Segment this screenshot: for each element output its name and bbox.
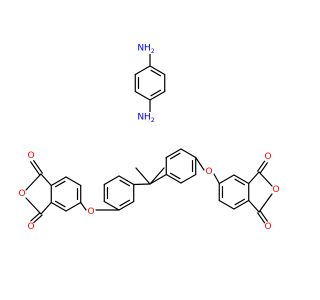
amine-bottom-text: NH2 (137, 113, 155, 124)
left-carbonyl-bottom (32, 214, 43, 224)
right-bisphenol-benzene-bond (165, 148, 182, 159)
right-aryl-ether-bond (213, 173, 220, 185)
amine-label-bottom: NH2 (137, 112, 160, 124)
oxygen-right-ether: O (204, 167, 214, 177)
oxygen-left-carbonyl-top: O (26, 151, 36, 161)
left-carbonyl-bottom (30, 212, 41, 222)
right-anhydride-bond (248, 199, 260, 213)
oxygen-label: O (18, 189, 25, 199)
right-anhydride-benzene-bond (218, 174, 235, 185)
right-anhydride-benzene-double-bond (234, 178, 246, 186)
left-bisphenol-benzene-double-bond (119, 179, 131, 187)
left-carbonyl-top (32, 159, 43, 174)
left-anhydride-benzene-double-bond (54, 180, 66, 188)
oxygen-right-carbonyl-bottom: O (263, 222, 273, 232)
bond-layer (25, 53, 273, 224)
oxygen-left-ether: O (86, 207, 96, 217)
left-anhydride-bond (40, 173, 52, 187)
phenylenediamine-ring-bond (149, 65, 166, 76)
right-anhydride-bond (258, 193, 273, 213)
right-anhydride-benzene-bond (233, 174, 250, 185)
left-anhydride-bond (40, 201, 52, 215)
left-bisphenol-benzene-double-bond (119, 199, 131, 207)
left-bisphenol-benzene-bond (103, 200, 120, 211)
oxygen-right-ring: O (271, 185, 281, 195)
right-anhydride-bond (258, 171, 273, 187)
oxygen-label: O (27, 222, 34, 232)
methyl-bond (135, 167, 151, 185)
phenylenediamine-ring-bond (134, 90, 151, 101)
phenylenediamine-ring-bond (149, 90, 166, 101)
left-bisphenol-benzene-bond (118, 200, 135, 211)
right-carbonyl-bottom (259, 210, 268, 222)
left-bisphenol-benzene-bond (103, 175, 120, 186)
left-carbonyl-top (30, 161, 41, 176)
quaternary-carbon-bond (133, 183, 151, 186)
left-anhydride-benzene-double-bond (54, 200, 66, 208)
right-bisphenol-benzene-double-bond (169, 172, 181, 180)
right-carbonyl-top (259, 162, 268, 174)
phenylenediamine-ring-bond (134, 65, 151, 76)
left-anhydride-benzene-bond (50, 201, 67, 212)
left-anhydride-benzene-bond (65, 176, 82, 187)
left-anhydride-bond (25, 197, 42, 215)
phenylenediamine-ring-double-bond (150, 89, 162, 97)
phenylenediamine-ring-double-bond (150, 69, 162, 77)
right-anhydride-benzene-bond (218, 199, 235, 210)
oxygen-label: O (264, 222, 271, 232)
left-anhydride-benzene-bond (65, 201, 82, 212)
oxygen-label: O (27, 151, 34, 161)
right-bisphenol-benzene-double-bond (169, 152, 181, 160)
amine-label-top: NH2 (137, 43, 160, 55)
left-bisphenol-benzene-bond (118, 175, 135, 186)
right-bisphenol-benzene-bond (180, 173, 197, 184)
oxygen-left-ring: O (17, 189, 27, 199)
oxygen-label: O (264, 152, 271, 162)
atom-label-layer: NH2 NH2 O O O O (17, 43, 281, 232)
amine-top-text: NH2 (137, 44, 155, 55)
right-anhydride-bond (248, 171, 260, 185)
oxygen-label: O (205, 167, 212, 177)
oxygen-left-carbonyl-bottom: O (26, 222, 36, 232)
oxygen-right-carbonyl-top: O (263, 152, 273, 162)
right-bisphenol-benzene-bond (180, 148, 197, 159)
quaternary-carbon-bond (149, 173, 167, 185)
molecule-bisphenol-a-dianhydride: O O O O O O O (17, 151, 281, 232)
right-bisphenol-benzene-bond (165, 173, 182, 184)
right-carbonyl-top (257, 160, 266, 172)
right-anhydride-benzene-bond (233, 199, 250, 210)
left-aryl-ether-bond (80, 201, 87, 211)
right-carbonyl-bottom (257, 212, 266, 224)
molecule-p-phenylenediamine: NH2 NH2 (137, 43, 160, 124)
left-anhydride-bond (25, 173, 42, 191)
chemical-structure-canvas: NH2 NH2 O O O O (17, 43, 281, 232)
right-anhydride-benzene-double-bond (234, 198, 246, 206)
methyl-bond (149, 167, 165, 185)
oxygen-label: O (272, 185, 279, 195)
oxygen-label: O (87, 207, 94, 217)
right-ether-phenyl-bond (195, 156, 205, 171)
left-anhydride-benzene-bond (50, 176, 67, 187)
